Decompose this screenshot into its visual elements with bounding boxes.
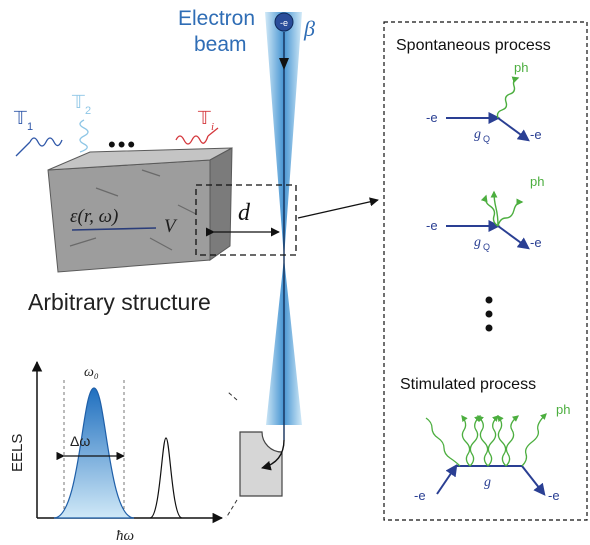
d2-photon-label: ph <box>530 174 544 189</box>
beam-title-line2: beam <box>194 33 247 56</box>
eels-xlabel: ħω <box>116 528 134 544</box>
eels-secondary-peak <box>149 437 183 519</box>
d1-coupling-sub: Q <box>483 134 490 144</box>
d1-photon-label: ph <box>514 60 528 75</box>
distance-box <box>195 184 297 256</box>
stimulated-diagram <box>425 413 547 496</box>
spectrometer-bend <box>225 391 285 519</box>
eels-width-label: Δω <box>70 433 90 449</box>
d2-coupling: g <box>474 235 481 250</box>
photon-ellipsis: ••• <box>108 132 137 157</box>
stim-electron-out: -e <box>548 488 560 503</box>
structure-caption: Arbitrary structure <box>28 289 211 315</box>
beta-label: β <box>303 16 315 41</box>
eels-spectrum <box>31 360 224 524</box>
spontaneous-diagram-2 <box>446 190 530 250</box>
beam-title-line1: Electron <box>178 7 255 30</box>
d1-electron-in: -e <box>426 110 438 125</box>
volume-label: V <box>164 216 178 237</box>
t2-letter: 𝕋 <box>71 92 85 112</box>
stim-electron-in: -e <box>414 488 426 503</box>
d1-coupling: g <box>474 127 481 142</box>
process-ellipsis <box>485 296 493 332</box>
stim-coupling: g <box>484 475 491 490</box>
d2-electron-out: -e <box>530 235 542 250</box>
spontaneous-title: Spontaneous process <box>396 37 551 54</box>
eels-ylabel: EELS <box>9 434 26 472</box>
spontaneous-diagram-1 <box>446 76 530 142</box>
d1-electron-out: -e <box>530 127 542 142</box>
photon-t1 <box>15 137 63 157</box>
stim-photon-label: ph <box>556 402 570 417</box>
eels-main-peak <box>53 387 135 519</box>
electron-charge-label: -e <box>280 18 288 28</box>
ti-sub: i <box>211 121 214 133</box>
beam-direction-arrow <box>279 58 289 70</box>
photon-ti <box>175 127 219 145</box>
photon-t2 <box>79 119 89 153</box>
zoom-arrow <box>297 197 379 219</box>
process-panel <box>383 21 588 521</box>
ti-letter: 𝕋 <box>197 108 211 128</box>
t1-letter: 𝕋 <box>13 108 27 128</box>
eels-peak-label: ω₀ <box>84 365 99 380</box>
d2-coupling-sub: Q <box>483 242 490 252</box>
stimulated-title: Stimulated process <box>400 376 536 393</box>
d2-electron-in: -e <box>426 218 438 233</box>
electron-beam <box>265 12 302 440</box>
epsilon-label: ε(r, ω) <box>70 206 118 227</box>
t2-sub: 2 <box>85 105 91 117</box>
t1-sub: 1 <box>27 121 33 133</box>
distance-label: d <box>238 200 251 226</box>
electron-source: -e <box>274 12 294 32</box>
